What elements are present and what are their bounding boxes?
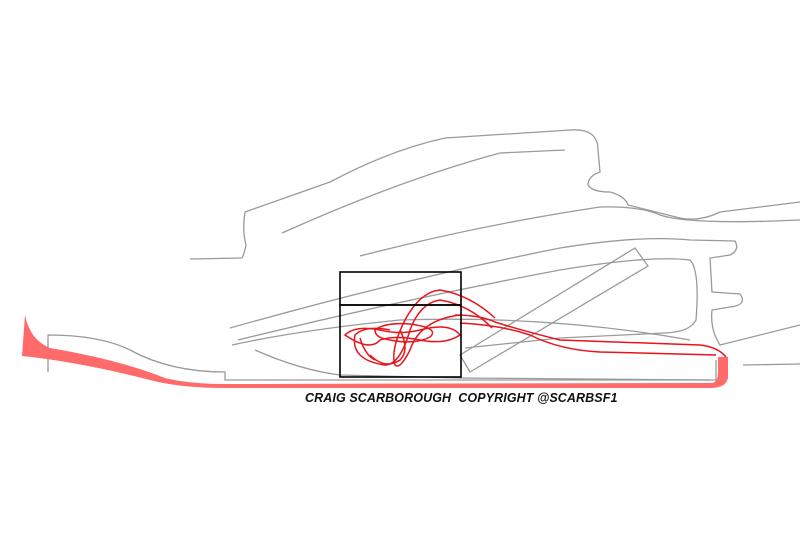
lower-box bbox=[339, 304, 462, 378]
rear-line bbox=[742, 363, 800, 366]
sidepod-upper bbox=[229, 237, 800, 346]
copyright-credit: CRAIG SCARBOROUGH COPYRIGHT @SCARBSF1 bbox=[305, 391, 618, 405]
car-outline bbox=[47, 129, 800, 381]
airflow-streamlines bbox=[343, 289, 727, 367]
sidepod-lower bbox=[231, 318, 691, 346]
engine-cover-line bbox=[244, 129, 800, 220]
sidepod-top bbox=[359, 206, 800, 257]
highlight-box bbox=[339, 271, 462, 378]
airbox-edge bbox=[189, 211, 247, 260]
cooling-duct bbox=[459, 247, 649, 373]
engine-cover-inner bbox=[281, 149, 566, 234]
sidepod-mid bbox=[237, 258, 698, 349]
front-floor-line bbox=[47, 334, 717, 381]
